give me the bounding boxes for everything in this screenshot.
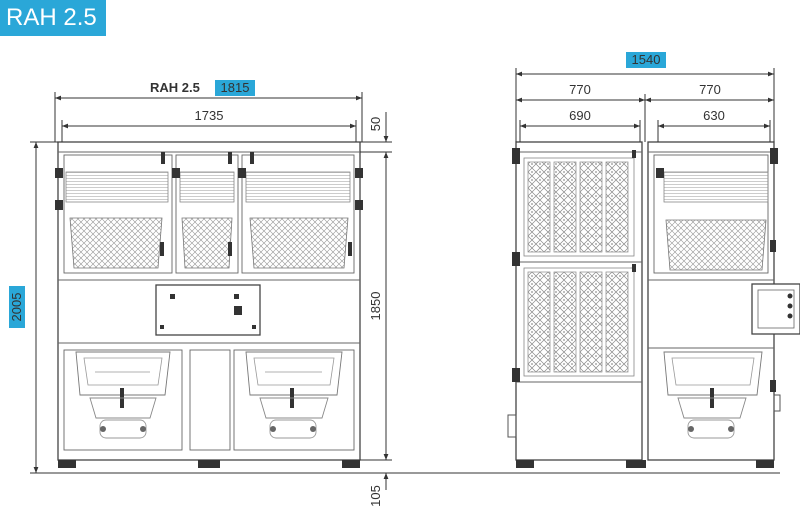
dim-left-section: 770 (569, 82, 591, 97)
indicator-light-icon (234, 294, 239, 299)
dim-inner-width: 1735 (195, 108, 224, 123)
dim-right-inner: 630 (703, 108, 725, 123)
handle-icon (228, 242, 232, 256)
dim-total-height: 2005 (9, 293, 24, 322)
fan-right (245, 351, 343, 439)
foot-icon (342, 460, 360, 468)
foot-icon (198, 460, 220, 468)
side-view (507, 141, 800, 468)
foot-icon (516, 460, 534, 468)
dim-overall-width: 1815 (221, 80, 250, 95)
handle-icon (348, 242, 352, 256)
filter-bay-left (63, 154, 173, 274)
switch-icon (234, 306, 242, 315)
fan-bay-left (63, 349, 183, 451)
dim-overall-depth: 1540 (632, 52, 661, 67)
handle-icon (250, 152, 254, 164)
handle-icon (160, 242, 164, 256)
handle-icon (161, 152, 165, 164)
fan-left (75, 351, 171, 439)
side-dimensions: 1540 770 770 690 630 (515, 52, 775, 142)
fan-bay-right (233, 349, 355, 451)
title-badge: RAH 2.5 (0, 0, 106, 36)
handle-icon (228, 152, 232, 164)
indicator-light-icon (170, 294, 175, 299)
dim-foot-height: 105 (368, 485, 383, 507)
foot-icon (626, 460, 646, 468)
control-panel (155, 284, 261, 336)
dim-right-section: 770 (699, 82, 721, 97)
dim-top-offset: 50 (368, 117, 383, 131)
filter-bay-middle (175, 154, 239, 274)
foot-icon (58, 460, 76, 468)
foot-icon (756, 460, 774, 468)
title-text: RAH 2.5 (6, 4, 97, 31)
front-dimensions: RAH 2.5 1815 1735 50 1850 2005 105 (9, 80, 780, 507)
filter-bay-right (241, 154, 355, 274)
dim-height-side: 1850 (368, 292, 383, 321)
front-view (55, 141, 363, 474)
connection-box (751, 283, 800, 335)
dim-left-inner: 690 (569, 108, 591, 123)
model-label: RAH 2.5 (150, 80, 200, 95)
fan-side (663, 351, 763, 439)
